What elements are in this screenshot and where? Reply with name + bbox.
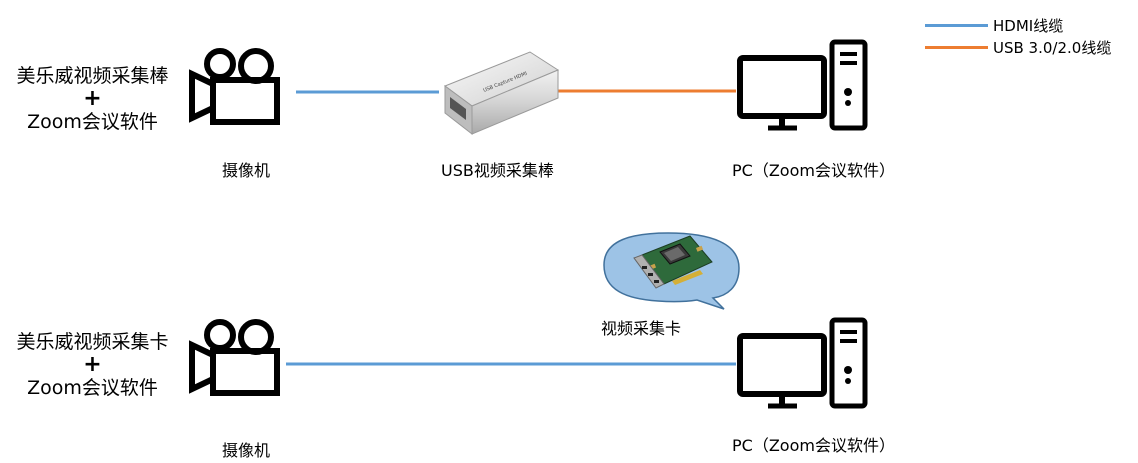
- row2-title: 美乐威视频采集卡 + Zoom会议软件: [5, 333, 180, 398]
- usb-capture-stick-icon: USB Capture HDMI: [443, 51, 560, 136]
- camera-icon: [189, 319, 280, 396]
- legend-usb: USB 3.0/2.0线缆: [925, 37, 1111, 58]
- legend-hdmi-swatch: [925, 24, 988, 27]
- row1-title: 美乐威视频采集棒 + Zoom会议软件: [5, 67, 180, 132]
- row1-title-software: Zoom会议软件: [27, 111, 158, 133]
- row2-card-label: 视频采集卡: [601, 319, 682, 338]
- row2-title-software: Zoom会议软件: [27, 377, 158, 399]
- row1-pc-label: PC（Zoom会议软件）: [732, 161, 895, 180]
- capture-card-icon: [633, 235, 713, 289]
- row2-camera-label: 摄像机: [222, 441, 271, 460]
- row1-camera-label: 摄像机: [222, 161, 271, 180]
- legend-hdmi-label: HDMI线缆: [993, 17, 1064, 35]
- pc-icon: [737, 39, 868, 131]
- row2-title-product: 美乐威视频采集卡: [16, 331, 169, 353]
- row1-plus: +: [83, 86, 102, 111]
- row1-device-label: USB视频采集棒: [441, 161, 554, 180]
- pc-icon: [737, 317, 868, 409]
- legend-usb-swatch: [925, 46, 988, 49]
- row1-title-product: 美乐威视频采集棒: [16, 65, 169, 87]
- legend-hdmi: HDMI线缆: [925, 15, 1063, 36]
- row2-plus: +: [83, 352, 102, 377]
- row2-pc-label: PC（Zoom会议软件）: [732, 436, 895, 455]
- camera-icon: [189, 48, 280, 125]
- legend-usb-label: USB 3.0/2.0线缆: [993, 39, 1112, 57]
